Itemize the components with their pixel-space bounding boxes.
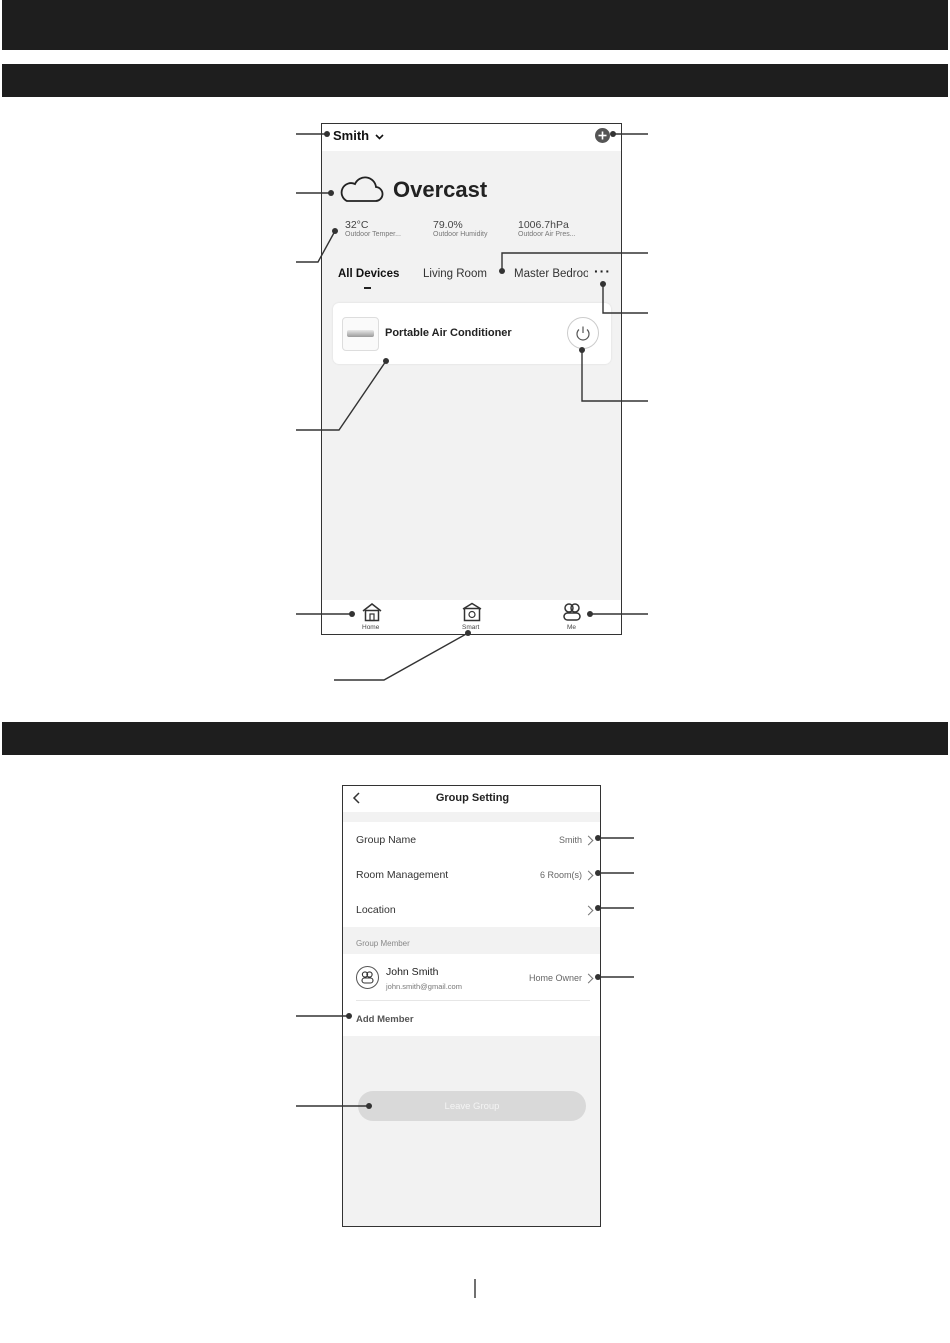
- home-top-bar: [322, 124, 621, 151]
- avatar: [356, 966, 379, 989]
- active-tab-indicator: [364, 287, 371, 289]
- stat-value: 1006.7hPa: [518, 219, 569, 231]
- chevron-right-icon: [583, 835, 594, 846]
- leave-group-button[interactable]: Leave Group: [358, 1091, 586, 1121]
- chevron-right-icon: [583, 905, 594, 916]
- section-header: Group Member: [356, 939, 410, 948]
- nav-label: Me: [567, 624, 577, 631]
- nav-label: Smart: [462, 624, 480, 631]
- settings-list: Group Name Smith Room Management 6 Room(…: [343, 822, 600, 927]
- user-group-icon: [361, 971, 374, 984]
- nav-smart[interactable]: Smart: [452, 602, 492, 634]
- stat-label: Outdoor Air Pres...: [518, 231, 576, 238]
- tab-living-room[interactable]: Living Room: [423, 268, 487, 280]
- member-list: John Smith john.smith@gmail.com Home Own…: [343, 954, 600, 1036]
- nav-home[interactable]: Home: [352, 602, 392, 634]
- stat-label: Outdoor Humidity: [433, 231, 488, 238]
- weather-condition: Overcast: [393, 177, 488, 202]
- row-label: Location: [356, 904, 396, 916]
- member-name: John Smith: [386, 966, 439, 978]
- stat-value: 32°C: [345, 219, 369, 231]
- cloud-icon: [340, 176, 384, 202]
- chevron-right-icon: [583, 973, 594, 984]
- member-row[interactable]: John Smith john.smith@gmail.com Home Own…: [343, 954, 600, 1000]
- member-divider: [356, 1000, 590, 1001]
- leave-group-label: Leave Group: [444, 1100, 500, 1112]
- stat-air-pressure: 1006.7hPa Outdoor Air Pres...: [518, 219, 576, 238]
- screen-title: Group Setting: [435, 792, 510, 804]
- tab-master-bedroom-clip: Master Bedroo: [514, 266, 588, 284]
- smart-icon: [462, 602, 482, 622]
- stat-label: Outdoor Temper...: [345, 231, 401, 238]
- device-name: Portable Air Conditioner: [385, 327, 512, 339]
- device-card[interactable]: Portable Air Conditioner: [333, 303, 611, 364]
- chevron-right-icon: [583, 870, 594, 881]
- stat-value: 79.0%: [433, 219, 463, 231]
- add-button[interactable]: [595, 128, 610, 143]
- nav-me[interactable]: Me: [552, 602, 592, 634]
- page-header-bar: [2, 0, 948, 50]
- section-bar-group: [2, 722, 948, 755]
- row-room-management[interactable]: Room Management 6 Room(s): [343, 857, 600, 892]
- air-conditioner-icon: [342, 317, 379, 351]
- power-button[interactable]: [567, 317, 599, 349]
- row-label: Group Name: [356, 834, 417, 846]
- stat-temperature: 32°C Outdoor Temper...: [345, 219, 401, 238]
- group-selector[interactable]: Smith: [333, 128, 384, 143]
- tab-all-devices[interactable]: All Devices: [338, 268, 400, 280]
- power-icon: [576, 326, 590, 341]
- row-location[interactable]: Location: [343, 892, 600, 927]
- nav-label: Home: [362, 624, 380, 631]
- bottom-nav: Home Smart Me: [322, 600, 621, 634]
- row-value: Smith: [558, 835, 582, 845]
- group-name: Smith: [333, 128, 370, 143]
- section-bar-home: [2, 64, 948, 97]
- chevron-down-icon: [375, 134, 384, 140]
- group-setting-header: [343, 786, 600, 812]
- tab-master-bedroom[interactable]: Master Bedroo: [514, 268, 588, 280]
- back-arrow-icon[interactable]: [352, 792, 362, 804]
- row-group-name[interactable]: Group Name Smith: [343, 822, 600, 857]
- row-value: 6 Room(s): [539, 870, 582, 880]
- me-icon: [563, 603, 581, 621]
- home-screen: Smith Overcast 32°C Outdoor Temper... 79…: [321, 123, 622, 635]
- plus-icon: [598, 131, 607, 140]
- row-label: Room Management: [356, 869, 449, 881]
- member-email: john.smith@gmail.com: [386, 982, 462, 991]
- add-member-button[interactable]: Add Member: [356, 1014, 414, 1025]
- group-setting-screen: Group Setting Group Name Smith Room Mana…: [342, 785, 601, 1227]
- member-role: Home Owner: [528, 973, 582, 983]
- stat-humidity: 79.0% Outdoor Humidity: [433, 219, 487, 238]
- more-tabs-icon[interactable]: ···: [594, 263, 611, 279]
- home-icon: [362, 603, 382, 622]
